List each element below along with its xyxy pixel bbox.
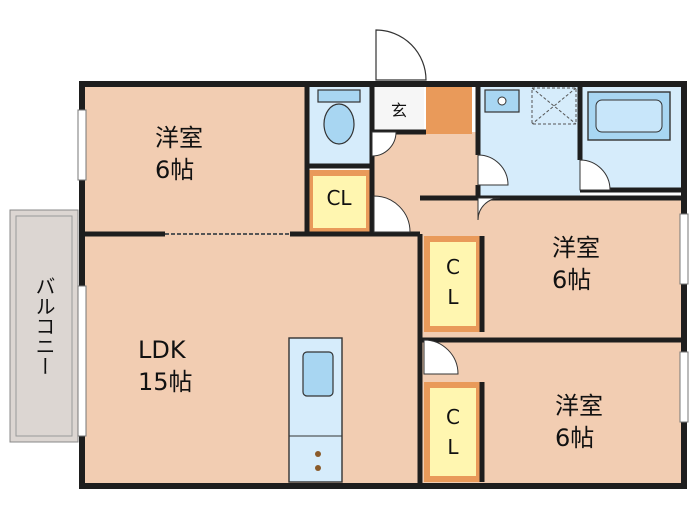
door-swing — [423, 339, 459, 375]
room-name-western-e1: 洋室 — [552, 234, 600, 262]
closet-mid-inner — [430, 242, 476, 326]
closet-label-low-c: C — [446, 405, 460, 429]
door-swing — [477, 154, 509, 186]
toilet-icon — [317, 89, 361, 145]
entrance — [372, 84, 424, 132]
window — [77, 109, 87, 181]
interior-walls — [82, 84, 684, 486]
room-name-western-nw: 洋室 — [155, 124, 203, 152]
kitchen-counter — [288, 337, 343, 483]
door-swing — [477, 197, 501, 221]
outer-wall — [79, 81, 687, 489]
room-western-nw — [82, 84, 307, 234]
room-name-ldk: LDK — [138, 336, 187, 364]
balcony — [9, 209, 79, 443]
sink-icon — [484, 89, 520, 113]
window — [77, 285, 87, 437]
room-ldk — [82, 234, 420, 486]
bathtub-icon — [587, 91, 671, 141]
stove-burner-icon — [315, 451, 321, 457]
entrance-label: 玄 — [391, 101, 407, 120]
balcony-inner-rail — [15, 215, 73, 437]
entrance-door — [375, 29, 427, 81]
stove-burner-icon — [315, 465, 321, 471]
room-size-western-e2: 6帖 — [555, 424, 594, 452]
door-swing — [371, 131, 397, 157]
balcony-label: バルコニー — [32, 276, 56, 376]
closet-label-upper: CL — [326, 186, 352, 210]
room-size-ldk: 15帖 — [138, 368, 193, 396]
washing-machine-icon — [531, 87, 577, 125]
door-swing — [373, 195, 411, 233]
closet-upper-inner — [313, 176, 366, 228]
closet-low-inner — [430, 388, 476, 476]
closet-label-mid-l: L — [447, 285, 459, 309]
window — [679, 351, 689, 423]
room-size-western-e1: 6帖 — [552, 266, 591, 294]
window — [679, 213, 689, 285]
closet-label-mid-c: C — [446, 255, 460, 279]
room-name-western-e2: 洋室 — [555, 392, 603, 420]
room-size-western-nw: 6帖 — [155, 156, 194, 184]
door-swing — [579, 159, 611, 191]
shoe-closet — [426, 84, 472, 134]
closet-label-low-l: L — [447, 435, 459, 459]
